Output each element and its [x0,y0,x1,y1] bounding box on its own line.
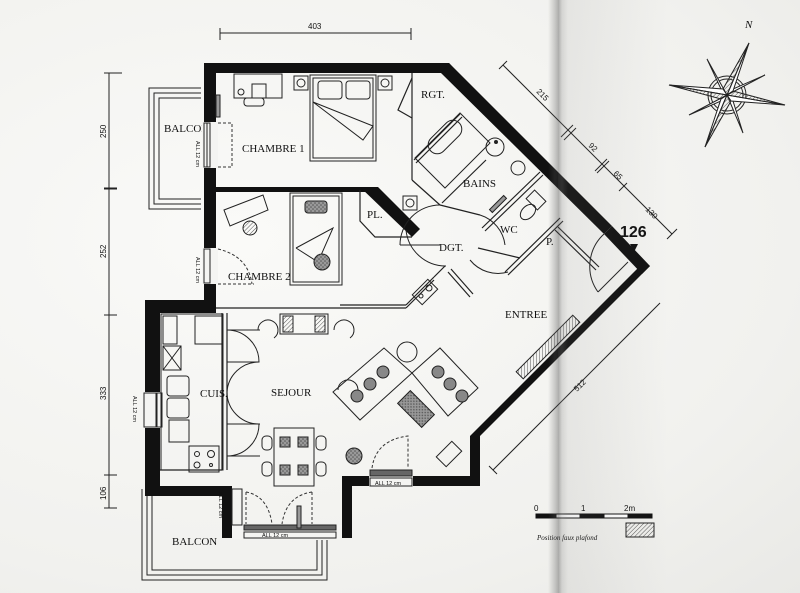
dimension-left-1: 250 [99,124,108,138]
tv-cabinet [279,313,329,335]
scale-bar [535,513,653,519]
corner-sofa [332,341,479,421]
room-chambre1-label: CHAMBRE 1 [242,143,305,155]
window-chambre1-note: ALL 12 cm [194,141,200,168]
coffee-table [396,389,436,429]
entry-shoe-rack [515,314,581,380]
dimension-left [104,72,122,509]
legend-text: Position faux plafond [536,534,598,542]
toilet-icon [519,189,547,221]
desk-chambre1 [233,73,283,107]
legend-swatch [625,522,655,538]
window-sejour-right-note: ALL 12 cm [375,481,402,487]
room-rgt-label: RGT. [421,89,445,101]
sink-icon [485,137,526,176]
dimension-top-label: 403 [308,22,322,31]
room-entree-label: ENTREE [505,309,547,321]
room-pl-label: PL. [367,209,383,221]
compass-north-label: N [744,19,753,31]
room-bains-label: BAINS [463,178,496,190]
balcony-top-label: BALCON [164,123,209,135]
dimension-entree-diagonal [488,302,661,475]
balcony-bottom-label: BALCON [172,536,217,548]
compass-rose-icon [668,42,786,148]
window-sejour-bottom-note: ALL 12 cm [262,533,289,539]
paper-fold-shadow [558,0,668,593]
unit-number: 126 [620,224,647,241]
dimension-left-2: 252 [99,244,108,258]
kitchen-counter [160,313,224,473]
desk-chambre2 [223,194,269,236]
window-sejour-bottom [231,488,342,539]
plant-icon [345,447,363,465]
nightstand-icon [293,75,418,211]
window-chambre2 [202,248,254,285]
entry-bench [435,440,463,468]
window-sejour-side-note: ALL 12 cm [217,492,223,519]
dimension-top [219,28,412,40]
window-sejour-right [369,435,413,489]
room-chambre2-label: CHAMBRE 2 [228,271,291,283]
dining-table [261,427,327,487]
entry-arrow-icon [630,244,638,252]
window-chambre1 [202,122,233,168]
stove-dgt [411,278,439,306]
scale-label-1: 1 [581,504,586,513]
door-swings [226,204,629,457]
bed-double [309,74,377,162]
room-p-label: P. [546,236,554,248]
dimension-right-diagonal [498,60,678,240]
window-kitchen [143,392,163,428]
interior-thin-walls [160,73,600,471]
window-chambre2-note: ALL 12 cm [194,257,200,284]
kitchen-label: CUIS. [200,388,228,400]
bathtub [414,112,491,189]
scale-label-2: 2m [624,504,635,513]
room-wc-label: WC [500,224,518,236]
balcony-bottom [141,489,328,581]
paper-fold [548,0,568,593]
radiator-icon [215,94,508,529]
balcony-top [148,87,201,210]
room-dgt-label: DGT. [439,242,464,254]
dimension-left-3: 333 [99,386,108,400]
window-kitchen-note: ALL 12 cm [131,396,137,423]
dimension-left-4: 106 [99,486,108,500]
bed-single [289,192,343,286]
room-sejour-label: SEJOUR [271,387,312,399]
scale-label-0: 0 [534,504,539,513]
